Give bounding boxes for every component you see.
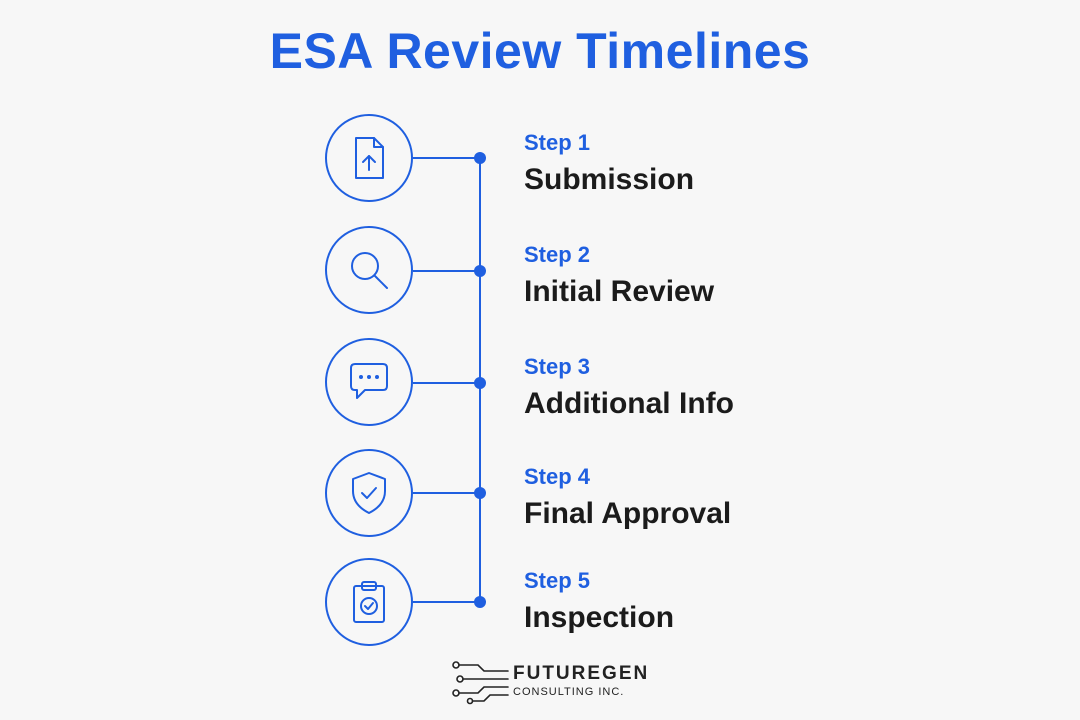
step-2-title: Initial Review: [524, 275, 715, 308]
shield-check-icon: [352, 472, 386, 514]
step-5-title: Inspection: [524, 601, 675, 634]
step-3-title: Additional Info: [524, 387, 734, 420]
futuregen-logo-icon: [452, 661, 509, 705]
step-4-icon-circle: [325, 449, 413, 537]
page-title: ESA Review Timelines: [269, 23, 811, 79]
step-4-dot: [474, 487, 486, 499]
step-3-label: Step 3: [524, 354, 591, 379]
clipboard-check-icon: [353, 581, 385, 623]
step-5-label: Step 5: [524, 568, 591, 593]
step-5-dot: [474, 596, 486, 608]
chat-bubble-icon: [350, 363, 388, 399]
step-1-label: Step 1: [524, 130, 591, 155]
step-1-title: Submission: [524, 163, 695, 196]
step-1-dot: [474, 152, 486, 164]
step-2-label: Step 2: [524, 242, 591, 267]
step-2-icon-circle: [325, 226, 413, 314]
step-2-dot: [474, 265, 486, 277]
step-5-connector: [413, 601, 479, 603]
logo-name: FUTUREGEN: [513, 663, 650, 684]
file-upload-icon: [355, 137, 384, 179]
logo-subtitle: CONSULTING INC.: [513, 686, 625, 698]
step-2-connector: [413, 270, 479, 272]
step-5-icon-circle: [325, 558, 413, 646]
magnifier-icon: [351, 252, 388, 289]
step-1-icon-circle: [325, 114, 413, 202]
step-4-title: Final Approval: [524, 497, 732, 530]
step-3-icon-circle: [325, 338, 413, 426]
step-3-connector: [413, 382, 479, 384]
step-4-label: Step 4: [524, 464, 591, 489]
step-3-dot: [474, 377, 486, 389]
step-4-connector: [413, 492, 479, 494]
step-1-connector: [413, 157, 479, 159]
